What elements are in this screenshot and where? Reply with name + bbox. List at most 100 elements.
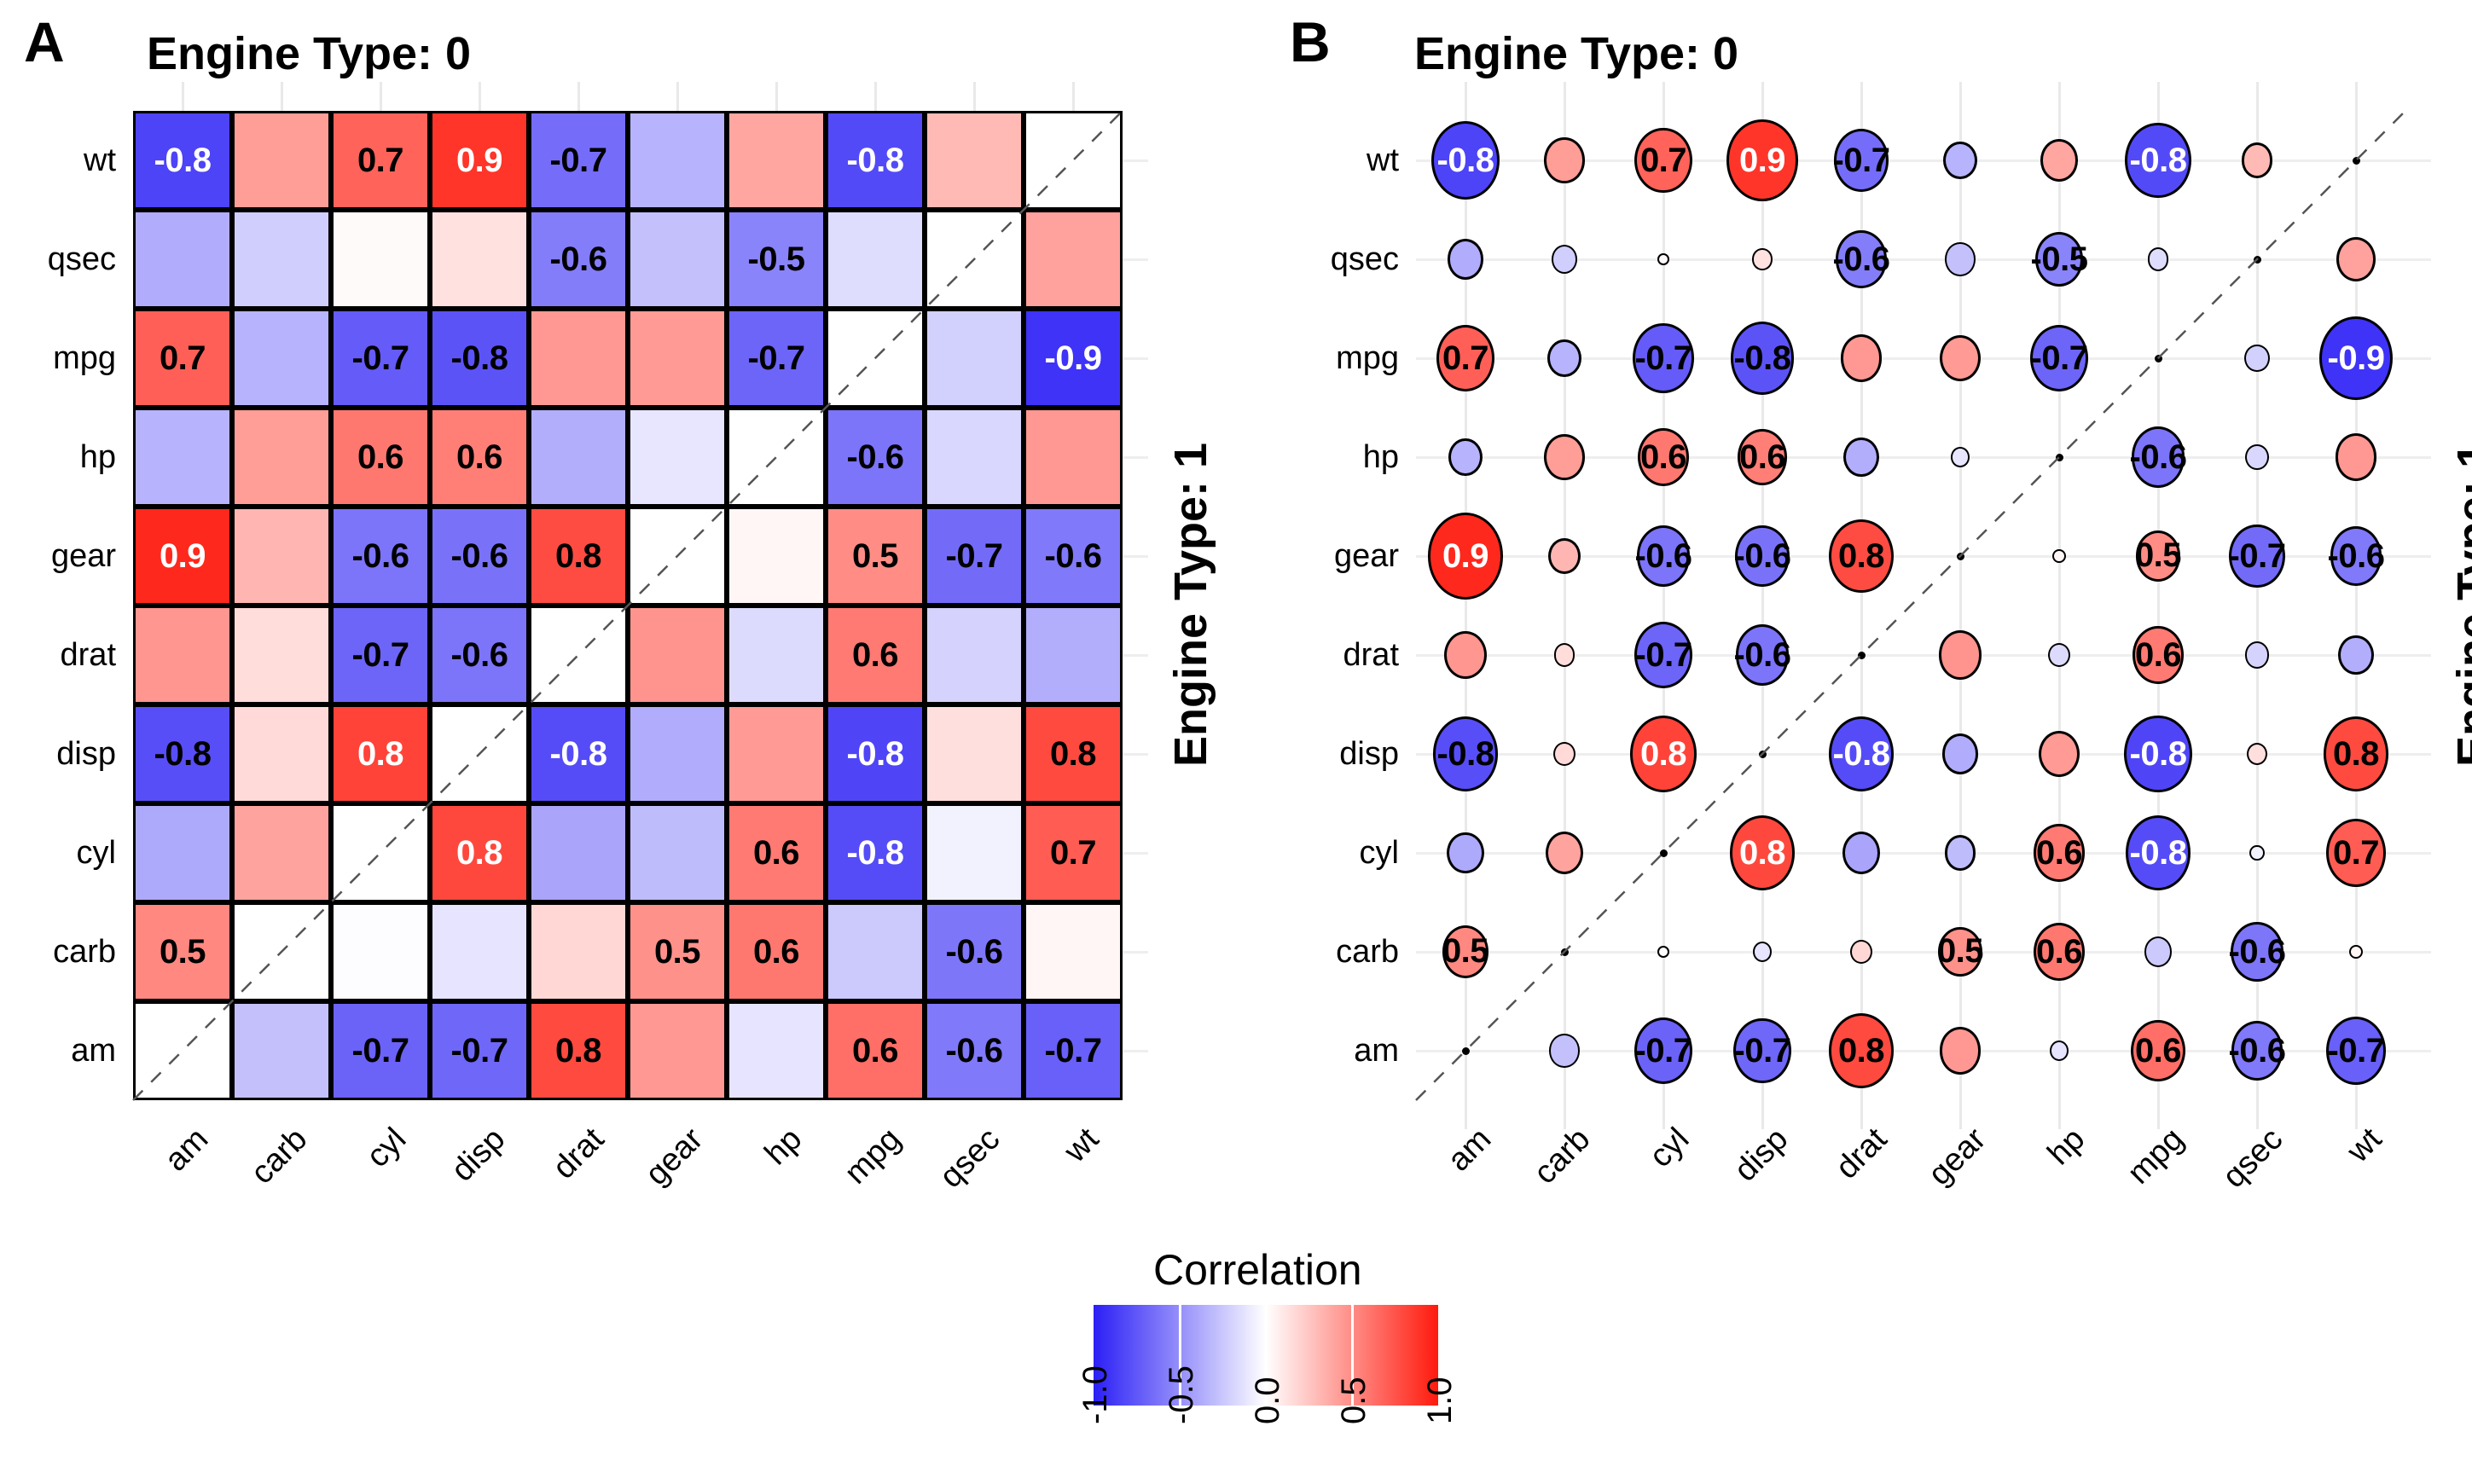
matrix-cell[interactable] [2208,606,2307,704]
matrix-cell[interactable] [2010,1001,2109,1100]
matrix-cell[interactable]: -0.5 [727,210,826,309]
matrix-cell[interactable]: -0.7 [2208,507,2307,606]
matrix-cell[interactable]: 0.6 [826,1001,925,1100]
matrix-cell[interactable] [925,704,1024,803]
matrix-cell[interactable] [727,1001,826,1100]
matrix-cell[interactable]: -0.7 [331,606,430,704]
matrix-cell[interactable] [2109,210,2208,309]
matrix-cell[interactable]: -0.7 [529,111,628,210]
matrix-cell[interactable] [1515,408,1614,507]
matrix-cell[interactable] [1515,1001,1614,1100]
matrix-cell[interactable] [925,309,1024,408]
matrix-cell[interactable]: -0.6 [925,1001,1024,1100]
matrix-cell[interactable] [529,408,628,507]
matrix-cell[interactable]: 0.5 [133,902,232,1001]
matrix-cell[interactable] [1024,606,1123,704]
matrix-cell[interactable] [1812,803,1911,902]
matrix-cell[interactable]: -0.6 [1713,507,1812,606]
matrix-cell[interactable]: 0.8 [1812,507,1911,606]
matrix-cell[interactable]: -0.7 [925,507,1024,606]
matrix-cell[interactable] [1515,507,1614,606]
matrix-cell[interactable]: 0.8 [529,507,628,606]
matrix-cell[interactable] [925,408,1024,507]
matrix-cell[interactable] [1911,111,2010,210]
matrix-cell[interactable]: -0.8 [529,704,628,803]
matrix-cell[interactable] [232,1001,331,1100]
matrix-cell[interactable] [232,507,331,606]
matrix-cell[interactable] [925,111,1024,210]
matrix-cell[interactable] [232,309,331,408]
matrix-cell[interactable] [232,606,331,704]
matrix-cell[interactable]: -0.6 [2307,507,2405,606]
matrix-cell[interactable]: -0.6 [2208,1001,2307,1100]
matrix-cell[interactable] [1515,606,1614,704]
matrix-cell[interactable]: 0.6 [2010,803,2109,902]
matrix-cell[interactable] [2208,803,2307,902]
matrix-cell[interactable] [1911,210,2010,309]
matrix-cell[interactable] [628,309,727,408]
matrix-cell[interactable] [2307,902,2405,1001]
matrix-cell[interactable]: 0.9 [1416,507,1515,606]
matrix-cell[interactable]: 0.8 [1024,704,1123,803]
matrix-cell[interactable] [1911,408,2010,507]
matrix-cell[interactable] [2208,704,2307,803]
matrix-cell[interactable]: -0.5 [2010,210,2109,309]
matrix-cell[interactable]: 0.8 [331,704,430,803]
matrix-cell[interactable] [529,803,628,902]
matrix-cell[interactable] [628,704,727,803]
matrix-cell[interactable]: -0.8 [826,111,925,210]
matrix-cell[interactable] [2208,111,2307,210]
matrix-cell[interactable]: 0.6 [2109,1001,2208,1100]
matrix-cell[interactable] [529,309,628,408]
matrix-cell[interactable] [628,111,727,210]
matrix-cell[interactable]: -0.8 [826,704,925,803]
matrix-cell[interactable] [1614,210,1713,309]
matrix-cell[interactable] [1515,704,1614,803]
matrix-cell[interactable]: 0.7 [1024,803,1123,902]
matrix-cell[interactable]: -0.6 [1713,606,1812,704]
matrix-cell[interactable]: -0.6 [331,507,430,606]
matrix-cell[interactable]: -0.7 [430,1001,529,1100]
matrix-cell[interactable] [1911,1001,2010,1100]
matrix-cell[interactable] [1911,606,2010,704]
matrix-cell[interactable]: 0.6 [2010,902,2109,1001]
matrix-cell[interactable] [232,111,331,210]
matrix-cell[interactable]: -0.8 [1812,704,1911,803]
matrix-cell[interactable]: -0.6 [2208,902,2307,1001]
matrix-cell[interactable] [1812,309,1911,408]
matrix-cell[interactable]: 0.5 [1416,902,1515,1001]
matrix-cell[interactable]: 0.6 [331,408,430,507]
matrix-cell[interactable] [628,803,727,902]
matrix-cell[interactable] [727,111,826,210]
matrix-cell[interactable] [1713,210,1812,309]
matrix-cell[interactable]: -0.7 [2010,309,2109,408]
matrix-cell[interactable] [1515,309,1614,408]
matrix-cell[interactable]: 0.6 [430,408,529,507]
matrix-cell[interactable] [727,704,826,803]
matrix-cell[interactable]: -0.8 [1713,309,1812,408]
matrix-cell[interactable] [232,210,331,309]
matrix-cell[interactable] [2010,111,2109,210]
matrix-cell[interactable]: 0.9 [430,111,529,210]
matrix-cell[interactable]: 0.6 [2109,606,2208,704]
matrix-cell[interactable]: -0.6 [925,902,1024,1001]
matrix-cell[interactable]: -0.7 [2307,1001,2405,1100]
matrix-cell[interactable]: -0.8 [1416,111,1515,210]
matrix-cell[interactable]: -0.8 [2109,704,2208,803]
matrix-cell[interactable] [2010,507,2109,606]
matrix-cell[interactable]: 0.8 [1614,704,1713,803]
matrix-cell[interactable]: 0.6 [727,902,826,1001]
matrix-cell[interactable] [2109,902,2208,1001]
matrix-cell[interactable]: -0.6 [2109,408,2208,507]
matrix-cell[interactable]: -0.8 [2109,803,2208,902]
matrix-cell[interactable]: -0.6 [430,606,529,704]
matrix-cell[interactable]: -0.7 [1024,1001,1123,1100]
matrix-cell[interactable]: -0.7 [331,309,430,408]
matrix-cell[interactable]: -0.7 [1713,1001,1812,1100]
matrix-cell[interactable]: 0.8 [529,1001,628,1100]
matrix-cell[interactable] [1812,408,1911,507]
matrix-cell[interactable] [331,210,430,309]
matrix-cell[interactable] [2010,606,2109,704]
matrix-cell[interactable] [727,507,826,606]
matrix-cell[interactable]: 0.8 [1812,1001,1911,1100]
